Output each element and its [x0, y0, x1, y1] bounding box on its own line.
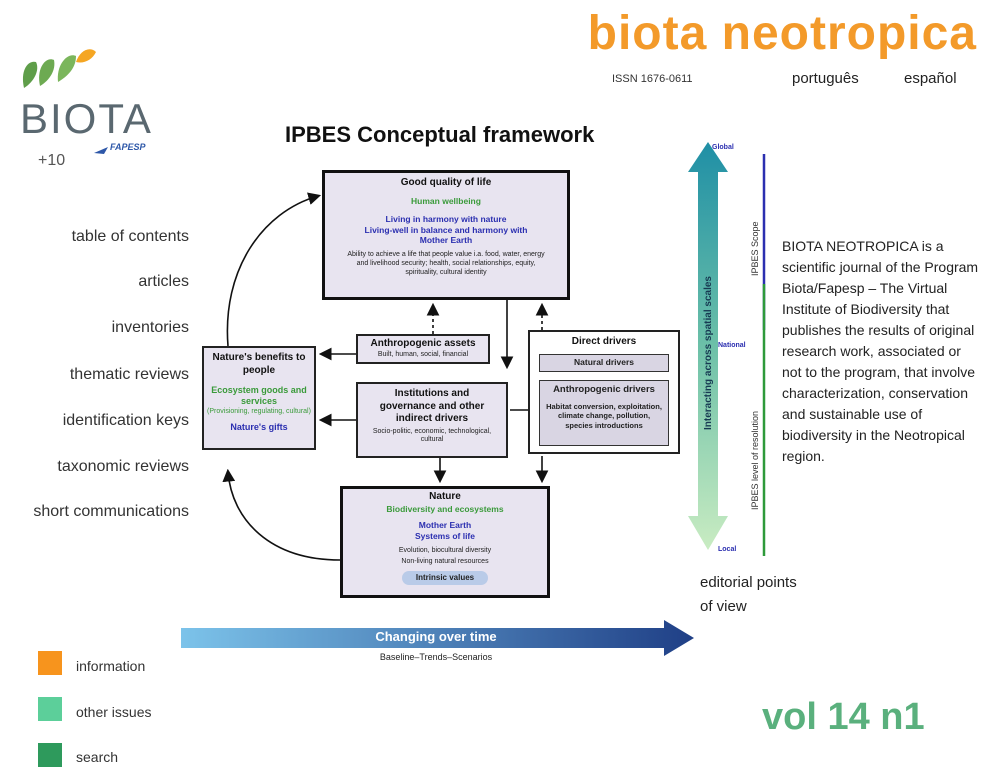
good-life-title: Good quality of life — [400, 177, 492, 188]
logo-plus-ten: +10 — [38, 152, 66, 169]
nav-articles[interactable]: articles — [138, 273, 189, 290]
nature-line-1: Evolution, biocultural diversity — [398, 547, 492, 555]
search-swatch[interactable] — [38, 743, 62, 767]
scale-local-label: Local — [718, 546, 737, 553]
logo-wordmark: BIOTA — [20, 95, 153, 142]
language-portuguese-link[interactable]: português — [792, 70, 859, 87]
benefits-title: Nature's benefits to people — [212, 352, 306, 376]
leaf-logo-icon — [18, 40, 98, 96]
institutions-box: Institutions and governance and other in… — [356, 382, 508, 458]
natures-benefits-box: Nature's benefits to people Ecosystem go… — [202, 346, 316, 450]
nature-green: Biodiversity and ecosystems — [386, 503, 504, 514]
direct-drivers-box: Direct drivers Natural drivers Anthropog… — [528, 330, 680, 454]
language-spanish-link[interactable]: español — [904, 70, 957, 87]
good-life-body: Ability to achieve a life that people va… — [347, 251, 545, 276]
institutions-body: Socio-politic, economic, technological, … — [372, 427, 492, 444]
time-arrow-sub: Baseline–Trends–Scenarios — [379, 652, 493, 662]
anthropogenic-assets-box: Anthropogenic assets Built, human, socia… — [356, 334, 490, 364]
legend-other-issues-link[interactable]: other issues — [76, 704, 152, 720]
good-quality-of-life-box: Good quality of life Human wellbeing Liv… — [322, 170, 570, 300]
nav-inventories[interactable]: inventories — [111, 319, 189, 336]
time-arrow-label: Changing over time — [375, 629, 497, 644]
nature-blue-1: Mother Earth — [418, 520, 472, 531]
volume-label: vol 14 n1 — [762, 696, 925, 738]
legend-information-link[interactable]: information — [76, 658, 146, 674]
assets-title: Anthropogenic assets — [370, 338, 476, 349]
issn-label: ISSN 1676-0611 — [612, 73, 693, 85]
legend-search-link[interactable]: search — [76, 749, 119, 765]
good-life-blue-1: Living in harmony with nature — [385, 214, 507, 225]
fapesp-swoosh-icon — [94, 142, 108, 154]
benefits-green-sub: (Provisioning, regulating, cultural) — [207, 407, 311, 415]
anthropogenic-drivers-box: Anthropogenic drivers Habitat conversion… — [539, 380, 669, 446]
nature-blue-2: Systems of life — [415, 530, 475, 541]
nature-line-2: Non-living natural resources — [401, 558, 489, 566]
intrinsic-values-pill: Intrinsic values — [401, 570, 489, 585]
journal-description: BIOTA NEOTROPICA is a scientific journal… — [782, 238, 979, 464]
site-title: biota neotropica — [587, 7, 977, 60]
nav-short-communications[interactable]: short communications — [33, 503, 189, 520]
scale-arrow-label: Interacting across spatial scales — [703, 276, 714, 430]
drivers-title: Direct drivers — [571, 336, 637, 347]
nav-identification-keys[interactable]: identification keys — [62, 412, 189, 429]
anthro-drivers-body: Habitat conversion, exploitation, climat… — [546, 401, 662, 430]
other-issues-swatch[interactable] — [38, 697, 62, 721]
anthro-drivers-title: Anthropogenic drivers — [553, 384, 655, 395]
ipbes-resolution-label: IPBES level of resolution — [750, 410, 760, 510]
nav-table-of-contents[interactable]: table of contents — [71, 228, 189, 245]
good-life-blue-2: Living-well in balance and harmony with … — [364, 224, 528, 246]
benefits-blue: Nature's gifts — [230, 422, 288, 433]
nature-box: Nature Biodiversity and ecosystems Mothe… — [340, 486, 550, 598]
nature-title: Nature — [429, 491, 461, 502]
scale-global-label: Global — [712, 144, 734, 151]
assets-body: Built, human, social, financial — [377, 350, 469, 358]
good-life-subtitle: Human wellbeing — [411, 195, 481, 206]
figure-title: IPBES Conceptual framework — [285, 122, 595, 147]
scale-national-label: National — [718, 342, 746, 349]
information-swatch[interactable] — [38, 651, 62, 675]
institutions-title: Institutions and governance and other in… — [379, 388, 485, 424]
nav-thematic-reviews[interactable]: thematic reviews — [69, 366, 189, 383]
fapesp-logo-text: FAPESP — [110, 142, 146, 152]
benefits-green: Ecosystem goods and services — [211, 385, 307, 407]
ipbes-scope-label: IPBES Scope — [750, 221, 760, 276]
nav-taxonomic-reviews[interactable]: taxonomic reviews — [57, 458, 189, 475]
natural-drivers-box: Natural drivers — [539, 354, 669, 372]
editorial-points-of-view-link[interactable]: editorial points of view — [700, 574, 797, 615]
